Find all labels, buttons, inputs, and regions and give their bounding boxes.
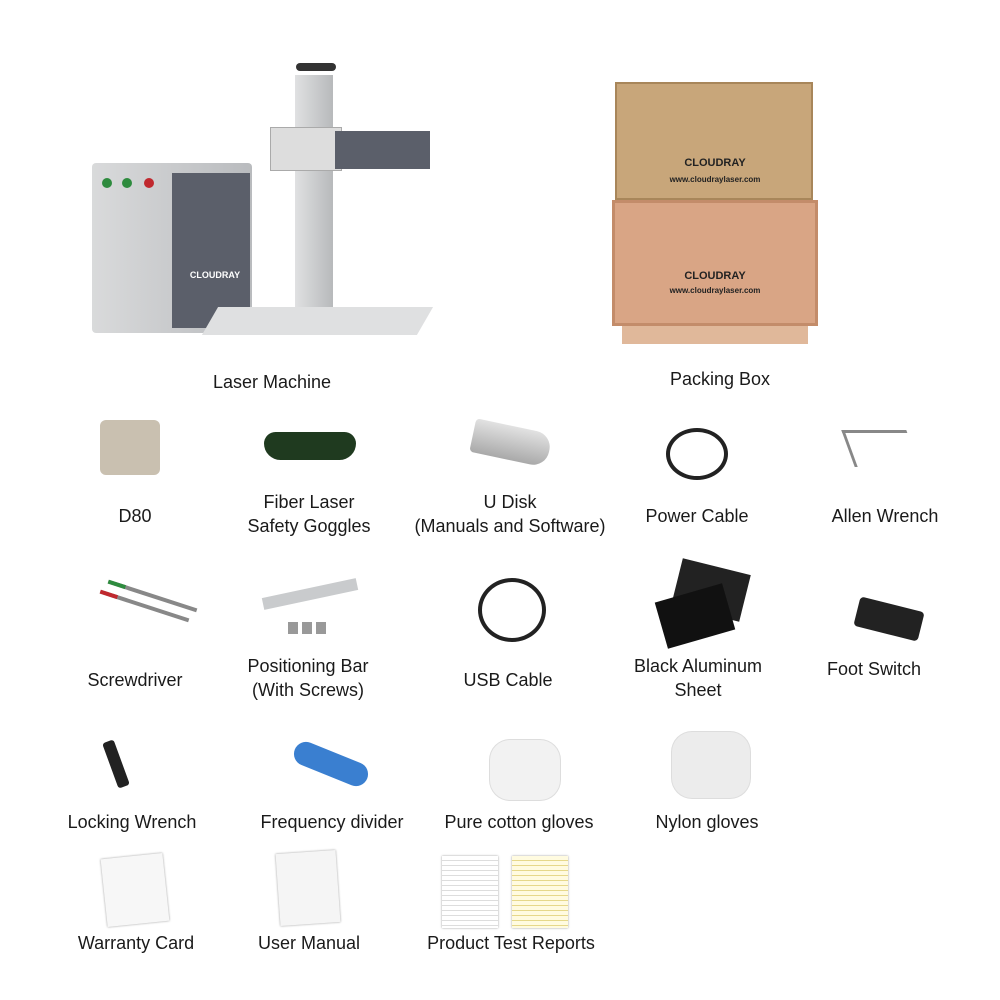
positioning-bar-label-line1: Positioning Bar: [247, 656, 369, 676]
button-green-icon: [122, 178, 132, 188]
allen-wrench-image: [841, 430, 920, 467]
aluminum-sheet-image: [654, 583, 736, 649]
brand-logo: CLOUDRAY: [189, 270, 241, 280]
laser-machine-image: CLOUDRAY: [90, 45, 434, 345]
u-disk-image: [469, 418, 553, 468]
positioning-bar-label: Positioning Bar (With Screws): [247, 654, 368, 702]
warranty-card-label: Warranty Card: [77, 933, 195, 953]
u-disk-label: U Disk (Manuals and Software): [414, 490, 605, 538]
galvo-head: [335, 131, 430, 169]
wooden-crate: [612, 200, 818, 326]
foot-switch-label: Foot Switch: [826, 659, 922, 679]
brand-logo: CLOUDRAY: [684, 157, 746, 169]
column: [295, 75, 333, 315]
laser-head: [270, 127, 342, 171]
user-manual-image: [275, 849, 341, 927]
packing-box-label: Packing Box: [669, 369, 771, 389]
d80-label: D80: [118, 506, 152, 526]
work-table: [201, 307, 434, 335]
screwdriver-label: Screwdriver: [87, 670, 183, 690]
brand-url: www.cloudraylaser.com: [669, 286, 761, 295]
positioning-bar-label-line2: (With Screws): [251, 680, 364, 700]
d80-rotary-image: [100, 420, 160, 475]
safety-goggles-image: [264, 432, 356, 460]
button-red-icon: [144, 178, 154, 188]
locking-wrench-image: [102, 739, 130, 789]
frequency-divider-image: [290, 738, 372, 790]
nylon-gloves-label: Nylon gloves: [655, 812, 759, 832]
warranty-card-image: [100, 852, 170, 928]
user-manual-label: User Manual: [257, 933, 361, 953]
cotton-gloves-image: [490, 740, 560, 800]
u-disk-label-line1: U Disk: [483, 492, 537, 512]
test-reports-label: Product Test Reports: [427, 933, 595, 953]
usb-cable-image: [478, 578, 546, 642]
test-report-image: [442, 856, 498, 928]
aluminum-sheet-label-line2: Sheet: [674, 680, 722, 700]
laser-machine-label: Laser Machine: [212, 372, 332, 392]
brand-logo: CLOUDRAY: [684, 270, 746, 282]
u-disk-label-line2: (Manuals and Software): [414, 516, 606, 536]
allen-wrench-label: Allen Wrench: [831, 506, 939, 526]
power-box-panel: [172, 173, 250, 328]
button-green-icon: [102, 178, 112, 188]
test-report-image: [512, 856, 568, 928]
pallet: [622, 326, 808, 344]
aluminum-sheet-label-line1: Black Aluminum: [633, 656, 763, 676]
goggles-label-line2: Safety Goggles: [247, 516, 371, 536]
packing-box-image: CLOUDRAY www.cloudraylaser.com CLOUDRAY …: [612, 82, 818, 346]
locking-wrench-label: Locking Wrench: [67, 812, 197, 832]
frequency-divider-label: Frequency divider: [260, 812, 404, 832]
power-cable-image: [666, 428, 728, 480]
positioning-bar-image: [261, 578, 359, 610]
cotton-gloves-label: Pure cotton gloves: [444, 812, 594, 832]
usb-cable-label: USB Cable: [463, 670, 553, 690]
nylon-gloves-image: [672, 732, 750, 798]
goggles-label-line1: Fiber Laser: [263, 492, 355, 512]
handwheel: [296, 63, 336, 71]
cardboard-box: [615, 82, 813, 200]
power-cable-label: Power Cable: [645, 506, 749, 526]
screws-image: [288, 622, 330, 634]
foot-switch-image: [853, 596, 925, 642]
brand-url: www.cloudraylaser.com: [669, 175, 761, 184]
